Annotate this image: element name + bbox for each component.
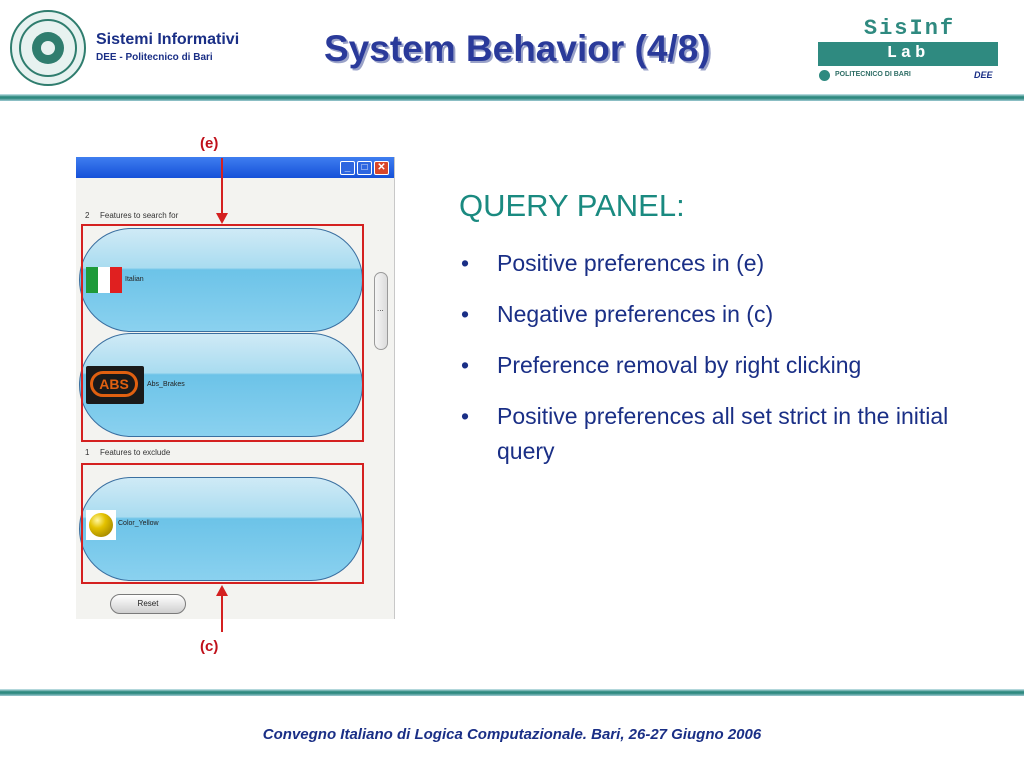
bullet-item: • Positive preferences all set strict in … [459,399,979,469]
bullet-text: Preference removal by right clicking [497,352,862,378]
org-subtitle: DEE - Politecnico di Bari [96,52,213,63]
bullet-text: Positive preferences in (e) [497,250,765,276]
bullet-text: Positive preferences all set strict in t… [497,403,949,464]
abs-brakes-icon: ABS [86,366,144,404]
bullet-list: • Positive preferences in (e) • Negative p… [459,246,979,485]
yellow-ball-icon [86,510,116,540]
include-count: 2 [85,211,90,220]
bullet-marker: • [461,352,470,378]
maximize-button[interactable]: □ [357,161,372,175]
bullet-item: • Preference removal by right clicking [459,348,979,383]
close-button[interactable]: ✕ [374,161,389,175]
bullet-text: Negative preferences in (c) [497,301,774,327]
include-item-italian[interactable] [79,228,363,332]
politecnico-icon [819,70,830,81]
bullet-marker: • [461,301,470,327]
politecnico-label: POLITECNICO DI BARI [835,71,911,78]
bullet-marker: • [461,250,470,276]
annotation-c-label: (c) [200,638,219,655]
window-titlebar [76,157,394,178]
sisinf-logo-text: SisInf [863,16,956,41]
bullet-marker: • [461,403,470,429]
reset-button[interactable]: Reset [110,594,186,614]
annotation-e-label: (e) [200,135,219,152]
scroll-grip: ... [377,304,384,313]
include-section-header: Features to search for [100,211,179,220]
scrollbar-handle[interactable] [374,272,388,350]
org-title: Sistemi Informativi [96,31,240,48]
sisinf-logo-lab: Lab [886,44,930,63]
footer-divider [0,689,1024,696]
positive-preferences-highlight [81,224,364,442]
slide-title: System Behavior (4/8) [324,28,711,69]
university-seal-logo [10,10,86,86]
header-divider [0,94,1024,101]
section-heading: QUERY PANEL: [459,188,685,223]
include-item-label: Italian [125,276,144,283]
negative-preferences-highlight [81,463,364,584]
exclude-section-header: Features to exclude [100,448,171,457]
arrow-up-c [216,585,228,632]
bullet-item: • Positive preferences in (e) [459,246,979,281]
bullet-item: • Negative preferences in (c) [459,297,979,332]
exclude-item-label: Color_Yellow [118,520,159,527]
exclude-count: 1 [85,448,90,457]
sisinf-logo-bar [818,42,998,66]
italian-flag-icon [86,267,122,293]
footer-text: Convegno Italiano di Logica Computaziona… [262,726,762,743]
dee-logo: DEE [974,70,993,80]
include-item-label: Abs_Brakes [147,381,185,388]
arrow-down-e [216,158,228,224]
exclude-item-color-yellow[interactable] [79,477,363,581]
minimize-button[interactable]: _ [340,161,355,175]
